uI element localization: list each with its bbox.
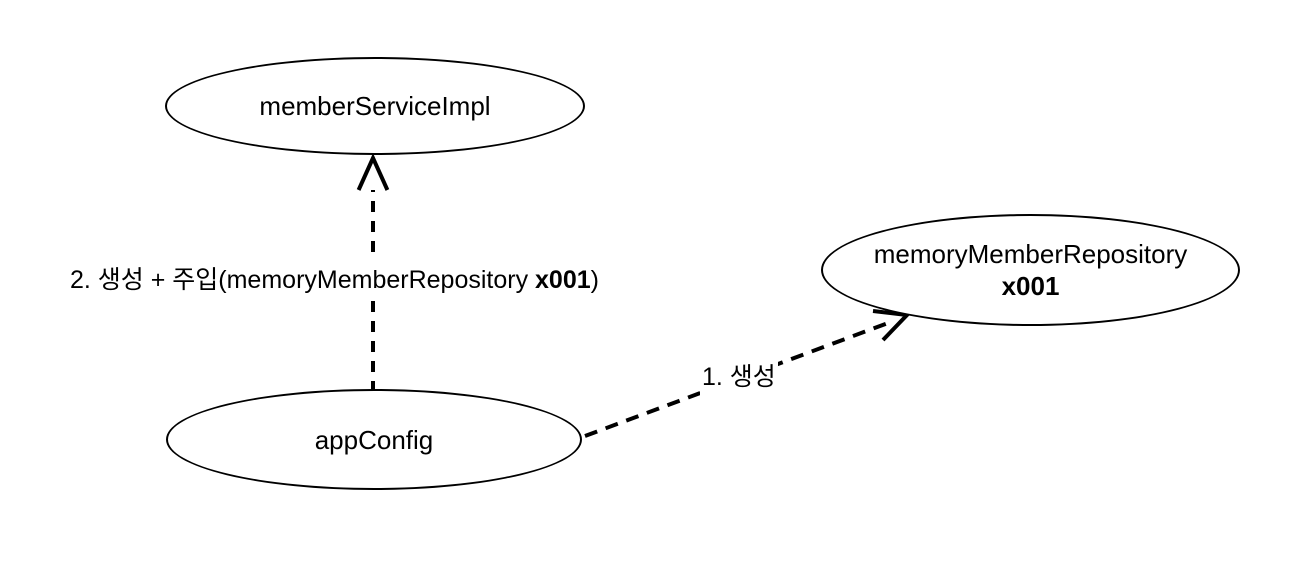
edge-inject-label-bold: x001 xyxy=(535,266,591,294)
node-member-service-impl-label: memberServiceImpl xyxy=(259,91,491,121)
node-app-config-label: appConfig xyxy=(314,424,434,455)
edge-inject-label: 2. 생성 + 주입(memoryMemberRepository x001) xyxy=(68,261,601,299)
edge-inject-arrowhead-icon xyxy=(356,153,390,191)
edge-create-label-text: 1. 생성 xyxy=(702,363,776,391)
node-memory-member-repository-label-line1: memoryMemberRepository xyxy=(873,239,1188,269)
node-member-service-impl: memberServiceImpl xyxy=(165,57,585,155)
node-memory-member-repository-label-line2: x001 xyxy=(1001,271,1060,301)
edge-create-label: 1. 생성 xyxy=(700,358,778,396)
node-app-config: appConfig xyxy=(166,389,582,490)
edge-inject-label-prefix: 2. 생성 + 주입(memoryMemberRepository xyxy=(70,266,536,294)
edge-inject-label-suffix: ) xyxy=(590,266,599,294)
node-memory-member-repository: memoryMemberRepository x001 xyxy=(821,214,1240,326)
